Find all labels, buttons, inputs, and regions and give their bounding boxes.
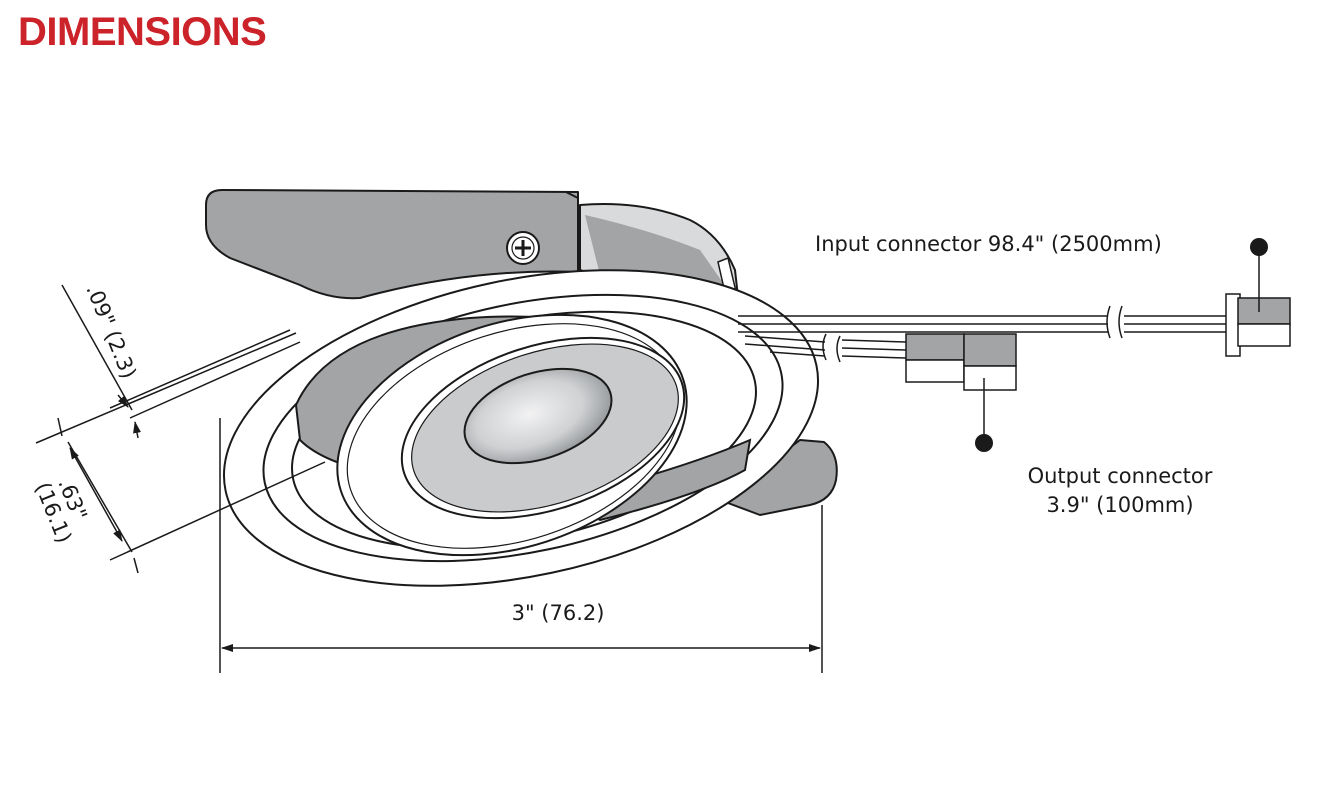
input-connector-plug <box>1225 293 1291 357</box>
input-connector-callout <box>1250 238 1268 312</box>
depth-dimension <box>57 417 326 574</box>
input-connector-label: Input connector 98.4" (2500mm) <box>815 232 1162 256</box>
width-dimension <box>219 418 823 673</box>
phillips-screw-icon <box>506 231 540 265</box>
width-label: 3" (76.2) <box>512 601 605 625</box>
output-connector-label: Output connector <box>1028 464 1213 488</box>
output-connector-callout <box>975 378 993 452</box>
output-connector-cable <box>744 333 1017 391</box>
lens-assembly <box>336 313 688 557</box>
thickness-dimension <box>35 284 301 444</box>
page-title: DIMENSIONS <box>18 10 267 54</box>
output-connector-length: 3.9" (100mm) <box>1046 493 1193 517</box>
lens-aperture <box>463 367 613 465</box>
input-connector-cable <box>738 305 1228 339</box>
thickness-label: .09" (2.3) <box>81 281 141 382</box>
